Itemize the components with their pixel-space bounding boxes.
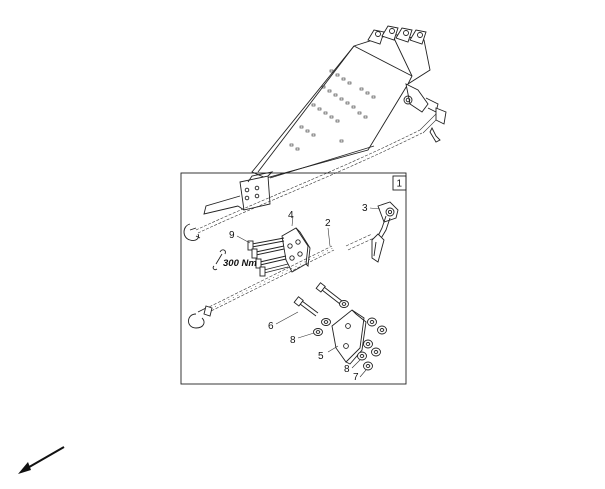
leader-7: [359, 369, 367, 378]
boom-chain: [195, 107, 447, 234]
torque-note: 300 Nm: [212, 249, 257, 271]
callout-3: 3: [362, 203, 368, 214]
nuts-right: [357, 317, 387, 371]
callout-8-upper: 8: [290, 335, 296, 346]
bracket-part-5: [327, 309, 367, 365]
chain-part-2: [204, 227, 375, 314]
shackle-part-3: [369, 201, 399, 263]
callout-8-lower: 8: [344, 364, 350, 375]
bolt-set-part-9: [236, 235, 289, 277]
callout-9: 9: [229, 230, 235, 241]
upper-bolts: [293, 282, 349, 336]
leader-8-lower: [351, 359, 361, 369]
callout-6: 6: [268, 321, 274, 332]
callout-7: 7: [353, 372, 359, 383]
wrench-icon: [212, 249, 226, 271]
torque-value: 300 Nm: [223, 258, 257, 269]
callout-2: 2: [325, 218, 331, 229]
callout-4: 4: [288, 210, 294, 221]
lower-hook: [188, 305, 213, 329]
leader-6: [275, 311, 299, 325]
boom-arm: [203, 25, 439, 215]
callout-frame: 1: [180, 172, 407, 385]
frame-number-label: 1: [397, 179, 403, 190]
arrow-down-left-icon: [18, 446, 65, 474]
upper-hook: [183, 223, 201, 241]
leader-8-upper: [297, 332, 315, 339]
callout-5: 5: [318, 351, 324, 362]
